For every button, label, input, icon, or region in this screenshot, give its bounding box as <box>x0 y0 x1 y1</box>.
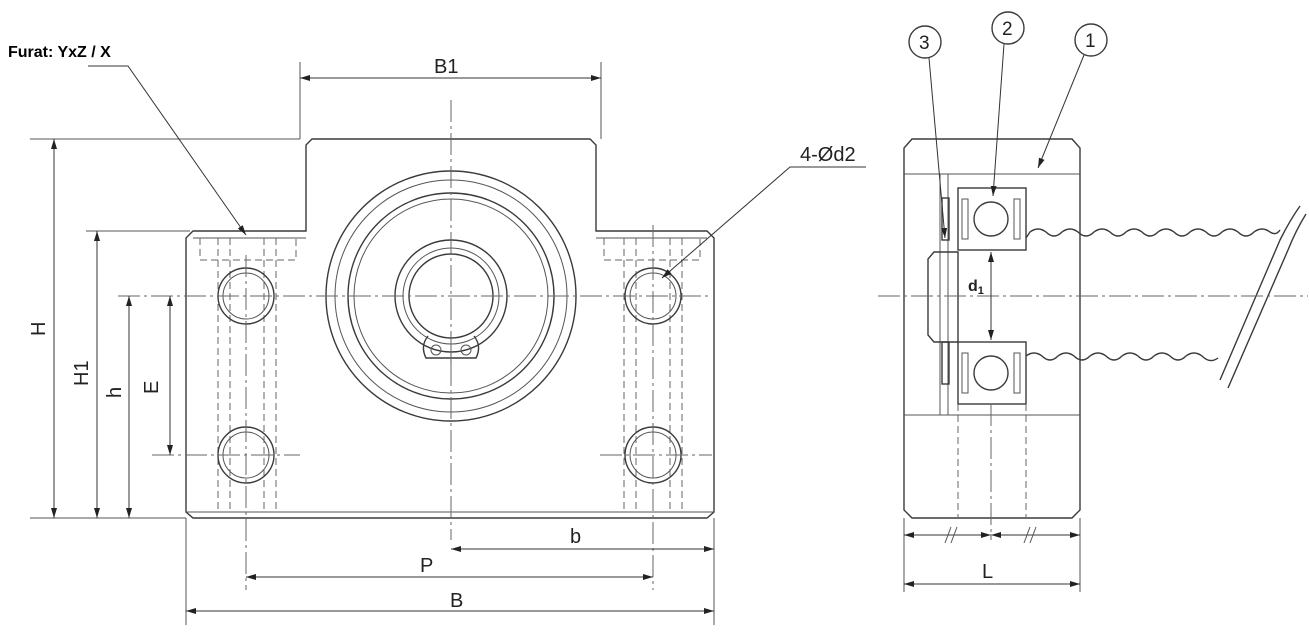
svg-text:d1: d1 <box>968 278 984 297</box>
dim-label-b: b <box>570 526 581 548</box>
balloon-1: 1 <box>1037 23 1108 169</box>
side-body-outline <box>903 138 1081 519</box>
dim-label-B1: B1 <box>434 56 458 78</box>
balloon-3: 3 <box>908 25 948 239</box>
dim-label-E: E <box>141 381 163 394</box>
side-view: d1 L 3 2 1 <box>878 11 1308 592</box>
callout-mount-holes: 4-Ød2 <box>800 144 856 166</box>
dim-label-H1: H1 <box>71 360 93 386</box>
front-body-outline <box>185 138 715 519</box>
dim-label-L: L <box>982 561 993 583</box>
dim-label-P: P <box>420 555 433 577</box>
dim-label-h: h <box>104 387 126 398</box>
svg-text:2: 2 <box>1002 19 1013 40</box>
dim-label-d1: d1 <box>968 278 984 297</box>
front-view: B1 H H1 h E b P B Furat: YxZ / X 4-Ød2 <box>8 44 866 625</box>
callout-hole-spec: Furat: YxZ / X <box>8 44 111 61</box>
dim-label-B: B <box>450 590 463 612</box>
svg-text:1: 1 <box>1085 31 1096 52</box>
balloon-2: 2 <box>990 11 1025 197</box>
dim-label-H: H <box>28 322 50 336</box>
svg-text:3: 3 <box>919 33 930 54</box>
